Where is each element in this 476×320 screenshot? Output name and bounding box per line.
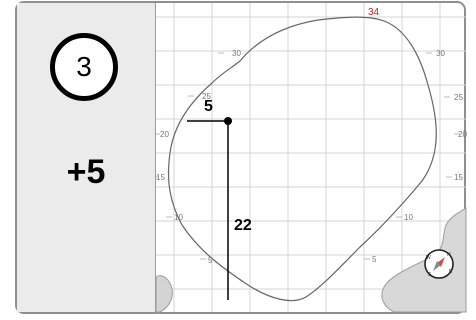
svg-text:S: S (428, 272, 432, 278)
score-delta: +5 (66, 153, 106, 191)
svg-text:5: 5 (372, 255, 377, 264)
hole-number: 3 (76, 51, 92, 82)
svg-text:15: 15 (454, 173, 463, 182)
svg-text:10: 10 (174, 213, 183, 222)
compass-icon[interactable]: N S E W (424, 249, 454, 279)
peak-elevation-label: 34 (368, 7, 380, 18)
topographic-map[interactable]: 30 30 25 25 20 20 15 15 10 10 5 5 34 5 2… (155, 3, 467, 313)
horizontal-distance-label: 5 (204, 98, 213, 115)
map-grid (156, 3, 466, 312)
svg-text:20: 20 (160, 130, 169, 139)
svg-text:5: 5 (208, 256, 213, 265)
water-hazard-bottom-right (381, 207, 467, 313)
svg-text:E: E (449, 269, 453, 275)
position-marker[interactable] (224, 117, 232, 125)
vertical-distance-label: 22 (234, 217, 252, 234)
svg-text:30: 30 (232, 49, 241, 58)
contour-labels: 30 30 25 25 20 20 15 15 10 10 5 5 (156, 49, 467, 265)
hole-number-badge: 3 (50, 33, 118, 101)
contour-ticks (156, 52, 460, 260)
svg-text:W: W (426, 255, 431, 261)
svg-text:10: 10 (404, 213, 413, 222)
svg-text:25: 25 (202, 92, 211, 101)
svg-text:20: 20 (458, 130, 467, 139)
svg-text:25: 25 (454, 93, 463, 102)
svg-text:30: 30 (436, 49, 445, 58)
svg-text:15: 15 (156, 173, 165, 182)
svg-text:N: N (447, 252, 451, 258)
island-outline (167, 16, 437, 302)
water-hazard-bottom-left (155, 275, 173, 313)
game-frame: 3 +5 (15, 1, 467, 314)
hole-panel: 3 +5 (17, 3, 156, 312)
